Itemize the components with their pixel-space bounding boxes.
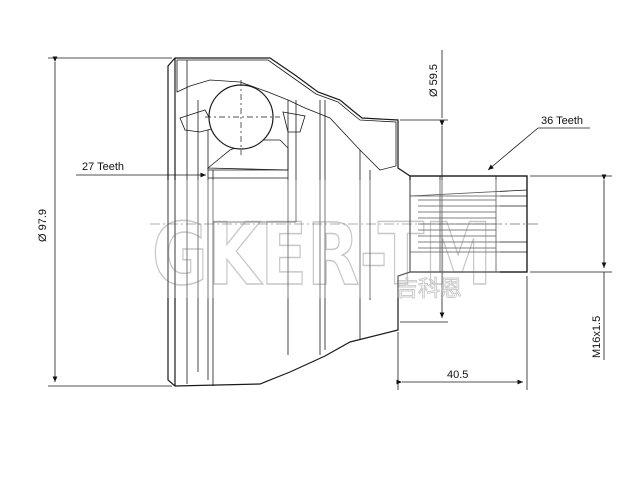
dim-shaft-length: 40.5 — [396, 276, 528, 390]
bore-diameter-label: Ø 59.5 — [428, 64, 440, 97]
dim-bore-diameter: Ø 59.5 — [400, 50, 448, 323]
watermark: GKER-TM 吉科恩 — [146, 180, 500, 306]
housing — [167, 57, 528, 387]
dim-outer-diameter: Ø 97.9 — [37, 56, 172, 387]
outer-diameter-label: Ø 97.9 — [37, 209, 49, 242]
watermark-text: GKER-TM — [152, 205, 492, 305]
inner-teeth-label: 27 Teeth — [82, 161, 124, 173]
dim-thread: M16x1.5 — [530, 174, 612, 360]
shaft-length-label: 40.5 — [447, 369, 468, 381]
ball — [205, 80, 280, 155]
spline-shaft — [409, 175, 528, 273]
leader-inner-teeth: 27 Teeth — [76, 161, 206, 178]
outer-teeth-label: 36 Teeth — [541, 115, 583, 127]
watermark-chinese: 吉科恩 — [396, 277, 462, 302]
thread-label: M16x1.5 — [591, 316, 603, 358]
leader-outer-teeth: 36 Teeth — [487, 115, 590, 171]
